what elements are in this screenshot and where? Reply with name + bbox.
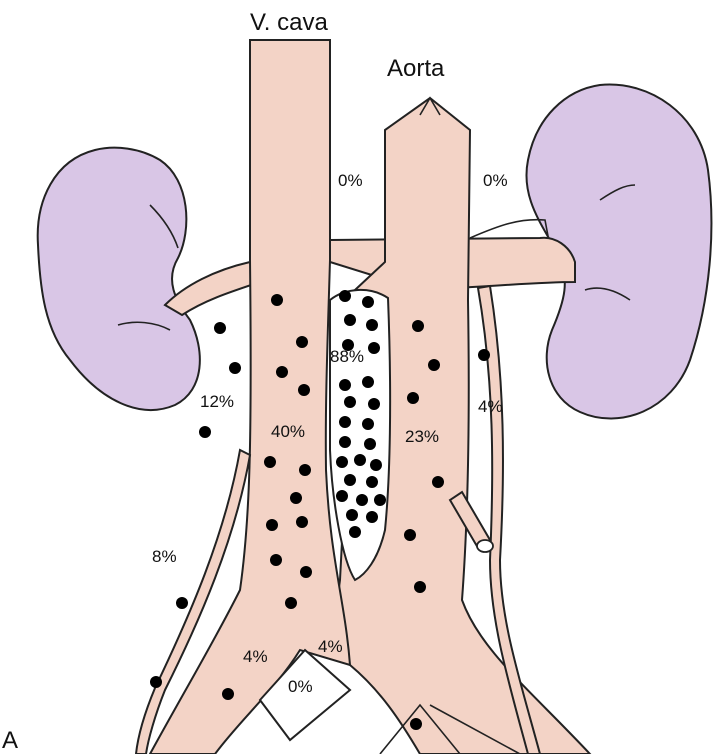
pct-left-common-iliac: 4% (243, 647, 268, 666)
renal-artery-branch (470, 220, 548, 238)
lymph-node (339, 416, 351, 428)
lymph-node (354, 454, 366, 466)
lymph-node (199, 426, 211, 438)
lymph-node (300, 566, 312, 578)
pct-aorta-upper-right: 0% (483, 171, 508, 190)
lymph-node (362, 296, 374, 308)
lymph-node (368, 398, 380, 410)
lymph-node (410, 718, 422, 730)
lymph-node (296, 516, 308, 528)
lymph-node (366, 476, 378, 488)
lymph-node (336, 456, 348, 468)
inferior-mesenteric-ostium (477, 540, 493, 552)
lymph-node (266, 519, 278, 531)
interaortocaval-space (330, 290, 390, 580)
lymph-node (349, 526, 361, 538)
left-kidney (38, 148, 200, 410)
lymph-node (290, 492, 302, 504)
pct-between-iliacs: 4% (318, 637, 343, 656)
lymph-node (344, 314, 356, 326)
vena-cava-label: V. cava (250, 9, 328, 36)
lymph-node (285, 597, 297, 609)
lymph-node (478, 349, 490, 361)
lymph-node (407, 392, 419, 404)
lymph-node (339, 290, 351, 302)
lymph-node (276, 366, 288, 378)
lymph-node (336, 490, 348, 502)
pct-left-lateral: 12% (200, 392, 234, 411)
pct-right-lateral: 4% (478, 397, 503, 416)
lymph-node (366, 511, 378, 523)
lymph-node (374, 494, 386, 506)
lymph-node (298, 384, 310, 396)
lymph-node (344, 396, 356, 408)
lymph-node (432, 476, 444, 488)
lymph-node (339, 379, 351, 391)
lymph-node (370, 459, 382, 471)
lymph-node (271, 294, 283, 306)
lymph-node (412, 320, 424, 332)
lymph-node (176, 597, 188, 609)
lymph-node (214, 322, 226, 334)
panel-letter: A (2, 727, 18, 754)
pct-para-aortic: 23% (405, 427, 439, 446)
lymph-node (364, 438, 376, 450)
lymph-node (339, 436, 351, 448)
lymph-node (368, 342, 380, 354)
lymph-node (264, 456, 276, 468)
lymph-node (270, 554, 282, 566)
lymph-node (428, 359, 440, 371)
lymph-node (150, 676, 162, 688)
pct-bifurcation: 0% (288, 677, 313, 696)
lymph-node (229, 362, 241, 374)
pct-ivc: 40% (271, 422, 305, 441)
lymph-node (362, 418, 374, 430)
lymph-node (362, 376, 374, 388)
pct-interaortocaval: 88% (330, 347, 364, 366)
lymph-node (356, 494, 368, 506)
lymph-node (222, 688, 234, 700)
lymph-node (296, 336, 308, 348)
lymph-node (414, 581, 426, 593)
pct-aorta-upper-left: 0% (338, 171, 363, 190)
lymph-node (346, 509, 358, 521)
left-renal-vein (165, 262, 260, 315)
lymph-node (344, 474, 356, 486)
lymph-node (366, 319, 378, 331)
pct-left-gonadal: 8% (152, 547, 177, 566)
aorta-label: Aorta (387, 55, 445, 82)
lymph-node (404, 529, 416, 541)
lymph-node (299, 464, 311, 476)
